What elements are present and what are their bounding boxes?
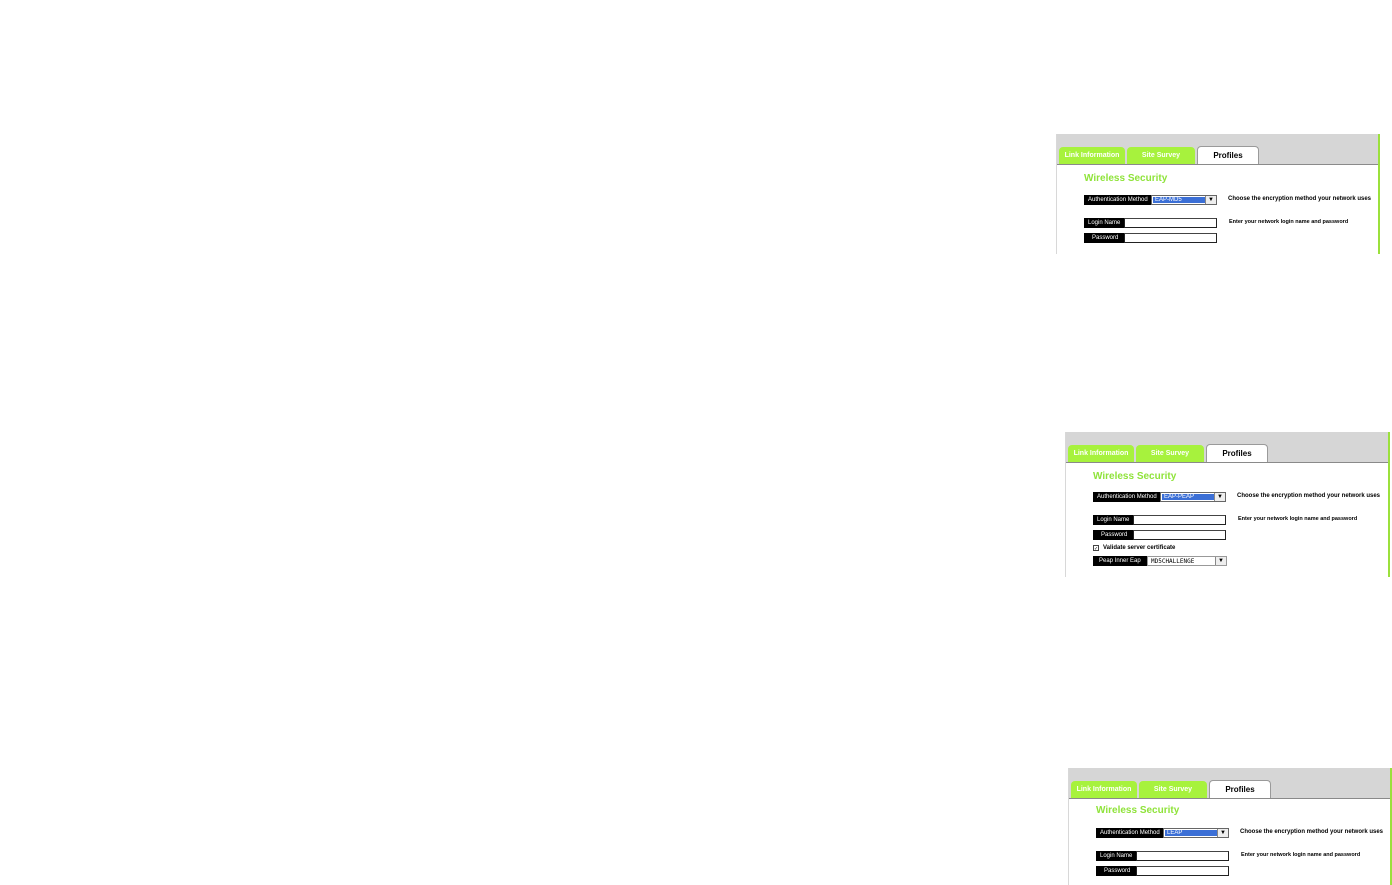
tab-link-information[interactable]: Link Information: [1071, 781, 1137, 798]
tab-bar: Link Information Site Survey Profiles: [1057, 134, 1378, 165]
tab-link-information[interactable]: Link Information: [1068, 445, 1134, 462]
peap-inner-eap-value: MD5CHALLENGE: [1149, 558, 1215, 565]
authentication-method-select[interactable]: EAP-MD5 ▼: [1151, 195, 1217, 205]
login-hint: Enter your network login name and passwo…: [1238, 516, 1358, 522]
validate-certificate-checkbox[interactable]: ✓: [1093, 545, 1099, 552]
peap-inner-eap-select[interactable]: MD5CHALLENGE ▼: [1147, 556, 1227, 566]
authentication-method-select[interactable]: EAP-PEAP ▼: [1160, 492, 1226, 502]
password-input[interactable]: [1124, 233, 1217, 243]
password-label: Password: [1084, 233, 1124, 243]
authentication-method-value: EAP-PEAP: [1162, 494, 1214, 500]
tab-site-survey[interactable]: Site Survey: [1136, 445, 1204, 462]
password-label: Password: [1093, 530, 1133, 540]
encryption-hint: Choose the encryption method your networ…: [1237, 493, 1381, 499]
login-name-input[interactable]: [1124, 218, 1217, 228]
profile-panel-eap-peap: Link Information Site Survey Profiles Wi…: [1065, 432, 1390, 577]
tab-site-survey[interactable]: Site Survey: [1127, 147, 1195, 164]
password-input[interactable]: [1133, 530, 1226, 540]
login-name-label: Login Name: [1096, 851, 1136, 861]
chevron-down-icon[interactable]: ▼: [1217, 829, 1228, 837]
login-hint: Enter your network login name and passwo…: [1229, 219, 1349, 225]
validate-certificate-label: Validate server certificate: [1103, 545, 1176, 551]
login-name-label: Login Name: [1093, 515, 1133, 525]
profile-panel-leap: Link Information Site Survey Profiles Wi…: [1068, 768, 1392, 885]
section-title: Wireless Security: [1096, 805, 1180, 816]
encryption-hint: Choose the encryption method your networ…: [1228, 196, 1372, 202]
authentication-method-value: LEAP: [1165, 830, 1217, 836]
login-name-input[interactable]: [1133, 515, 1226, 525]
tab-profiles[interactable]: Profiles: [1206, 444, 1268, 462]
encryption-hint: Choose the encryption method your networ…: [1240, 829, 1384, 835]
authentication-method-select[interactable]: LEAP ▼: [1163, 828, 1229, 838]
login-name-input[interactable]: [1136, 851, 1229, 861]
section-title: Wireless Security: [1084, 173, 1168, 184]
tab-bar: Link Information Site Survey Profiles: [1069, 768, 1390, 799]
password-label: Password: [1096, 866, 1136, 876]
authentication-method-label: Authentication Method: [1096, 828, 1163, 838]
tab-bar: Link Information Site Survey Profiles: [1066, 432, 1388, 463]
tab-link-information[interactable]: Link Information: [1059, 147, 1125, 164]
login-hint: Enter your network login name and passwo…: [1241, 852, 1361, 858]
peap-inner-eap-label: Peap Inner Eap: [1093, 556, 1147, 566]
chevron-down-icon[interactable]: ▼: [1205, 196, 1216, 204]
authentication-method-label: Authentication Method: [1093, 492, 1160, 502]
tab-profiles[interactable]: Profiles: [1209, 780, 1271, 798]
tab-site-survey[interactable]: Site Survey: [1139, 781, 1207, 798]
section-title: Wireless Security: [1093, 471, 1177, 482]
password-input[interactable]: [1136, 866, 1229, 876]
chevron-down-icon[interactable]: ▼: [1215, 557, 1226, 565]
authentication-method-value: EAP-MD5: [1153, 197, 1205, 203]
authentication-method-label: Authentication Method: [1084, 195, 1151, 205]
login-name-label: Login Name: [1084, 218, 1124, 228]
profile-panel-eap-md5: Link Information Site Survey Profiles Wi…: [1056, 134, 1380, 254]
chevron-down-icon[interactable]: ▼: [1214, 493, 1225, 501]
tab-profiles[interactable]: Profiles: [1197, 146, 1259, 164]
